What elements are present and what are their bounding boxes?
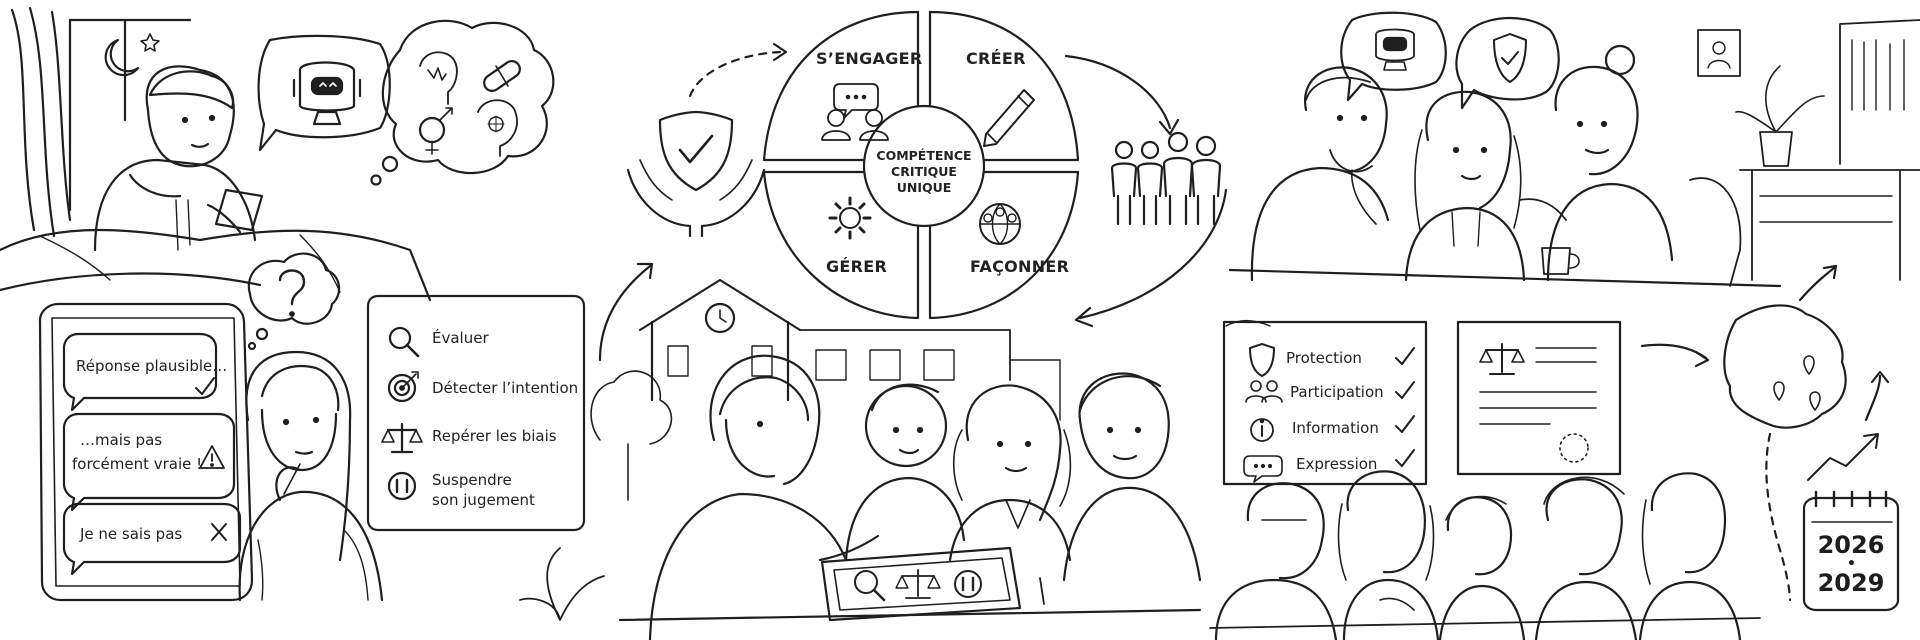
people-group-icon	[1110, 131, 1222, 226]
magnifier-icon	[854, 570, 886, 602]
skill-label-suspend-line2: son jugement	[432, 491, 535, 509]
globe-people-icon	[979, 203, 1021, 245]
scales-icon	[1479, 343, 1525, 375]
table-tablet	[820, 546, 1022, 622]
check-marks	[1395, 347, 1415, 467]
pause-icon	[387, 471, 417, 501]
community-group-figures	[1209, 470, 1761, 640]
chat-bubble-not-true	[62, 412, 236, 512]
plant-icon	[519, 547, 605, 621]
right-label-expression: Expression	[1296, 455, 1378, 473]
moon-icon	[104, 38, 140, 77]
wheel-label-manage: GÉRER	[826, 257, 888, 276]
smartphone-icon	[206, 188, 264, 234]
arrow-top-right	[1064, 54, 1172, 130]
skills-panel	[366, 294, 586, 532]
skill-label-spot-bias: Repérer les biais	[432, 427, 557, 445]
thinking-girl-figure	[238, 350, 384, 602]
dashed-timeline	[1765, 432, 1792, 602]
skill-label-evaluate: Évaluer	[432, 329, 489, 347]
robot-speech-bubble	[257, 34, 391, 152]
chat-message-not-true-line2: forcément vraie !	[72, 455, 203, 473]
question-thought-bubble	[247, 252, 341, 351]
pause-icon	[954, 570, 982, 598]
skill-label-suspend-line1: Suspendre	[432, 471, 512, 489]
competency-wheel	[762, 10, 1080, 320]
pill-icon	[483, 60, 521, 92]
brain-head-icon	[477, 99, 518, 157]
gender-symbol-icon	[418, 107, 453, 155]
wheel-center-line2: CRITIQUE	[891, 164, 957, 179]
france-map-icon	[1723, 304, 1847, 429]
target-icon	[387, 371, 419, 403]
night-bedroom-scene	[0, 6, 555, 302]
arrow-bottom-right	[1078, 188, 1228, 320]
legal-document	[1456, 320, 1622, 476]
info-icon	[1250, 418, 1274, 442]
dashed-arrow	[688, 50, 782, 98]
shield-icon	[1249, 343, 1275, 377]
mug-icon	[1541, 247, 1580, 275]
calendar-icon	[1802, 490, 1900, 612]
room-decor	[1697, 19, 1920, 281]
right-label-participation: Participation	[1290, 383, 1384, 401]
discussion-group-icon	[821, 83, 889, 141]
school-building	[590, 278, 1061, 501]
tablet-chat-scene	[38, 252, 384, 602]
calendar-year-end: 2029	[1817, 569, 1885, 597]
right-label-protection: Protection	[1286, 349, 1362, 367]
wheel-label-create: CRÉER	[966, 49, 1026, 68]
chat-message-plausible: Réponse plausible…	[76, 357, 228, 375]
magnifier-icon	[388, 326, 420, 358]
wheel-label-engage: S’ENGAGER	[816, 49, 923, 68]
arrow-up-left	[598, 264, 652, 362]
chat-bubble-plausible	[62, 332, 218, 412]
wheel-center-line3: UNIQUE	[896, 180, 952, 195]
warning-icon	[199, 445, 225, 469]
chat-message-dont-know: Je ne sais pas	[80, 525, 183, 543]
family-conversation-scene	[1228, 11, 1782, 288]
potted-plant-icon	[1735, 65, 1825, 167]
skill-label-detect-intention: Détecter l’intention	[432, 379, 579, 397]
protective-hands-icon	[626, 110, 766, 238]
gear-icon	[828, 196, 872, 240]
scales-icon	[895, 569, 941, 599]
boy-figure	[93, 65, 257, 252]
scales-icon	[381, 422, 423, 454]
wheel-label-shape: FAÇONNER	[970, 257, 1070, 276]
shield-speech-bubble	[1455, 16, 1560, 110]
health-thought-cloud	[370, 19, 555, 186]
pencil-icon	[983, 89, 1035, 147]
shield-icon	[1493, 33, 1527, 83]
cross-icon	[211, 523, 227, 541]
calendar-year-start: 2026	[1817, 531, 1885, 559]
robot-icon	[1375, 28, 1415, 71]
robot-speech-bubble	[1340, 11, 1447, 102]
speech-icon	[1243, 455, 1283, 483]
chat-message-not-true-line1: …mais pas	[80, 431, 163, 449]
dashed-arrow-head	[772, 42, 788, 62]
heart-head-icon	[419, 51, 458, 105]
growth-arrow-icon	[1807, 433, 1879, 481]
rights-checklist-board	[1222, 320, 1428, 486]
chat-bubble-dont-know	[62, 502, 242, 576]
right-label-information: Information	[1292, 419, 1379, 437]
people-icon	[1245, 380, 1283, 403]
calendar-year-separator: •	[1847, 556, 1856, 572]
wheel-center-line1: COMPÉTENCE	[876, 148, 972, 163]
robot-icon	[292, 61, 362, 126]
